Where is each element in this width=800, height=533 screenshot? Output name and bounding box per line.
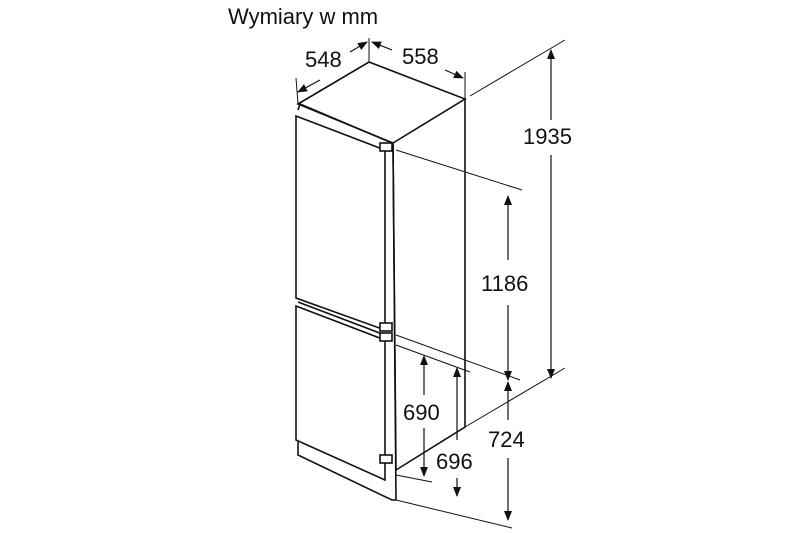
extension-lines: [295, 38, 566, 529]
depth-label: 548: [305, 47, 342, 72]
depth-arrow: [297, 79, 321, 93]
height-total-label: 1935: [523, 124, 572, 149]
dimension-arrows: [297, 41, 555, 521]
width-arrow: [371, 41, 393, 51]
lower-total-label: 724: [488, 427, 525, 452]
lower-door-label: 690: [403, 400, 440, 425]
lower-niche-label: 696: [436, 449, 473, 474]
doors: [295, 102, 394, 482]
upper-door: [295, 114, 386, 332]
upper-door-label: 1186: [481, 271, 529, 296]
lower-door: [295, 304, 386, 482]
width-label: 558: [402, 44, 439, 69]
diagram-title: Wymiary w mm: [228, 4, 379, 29]
